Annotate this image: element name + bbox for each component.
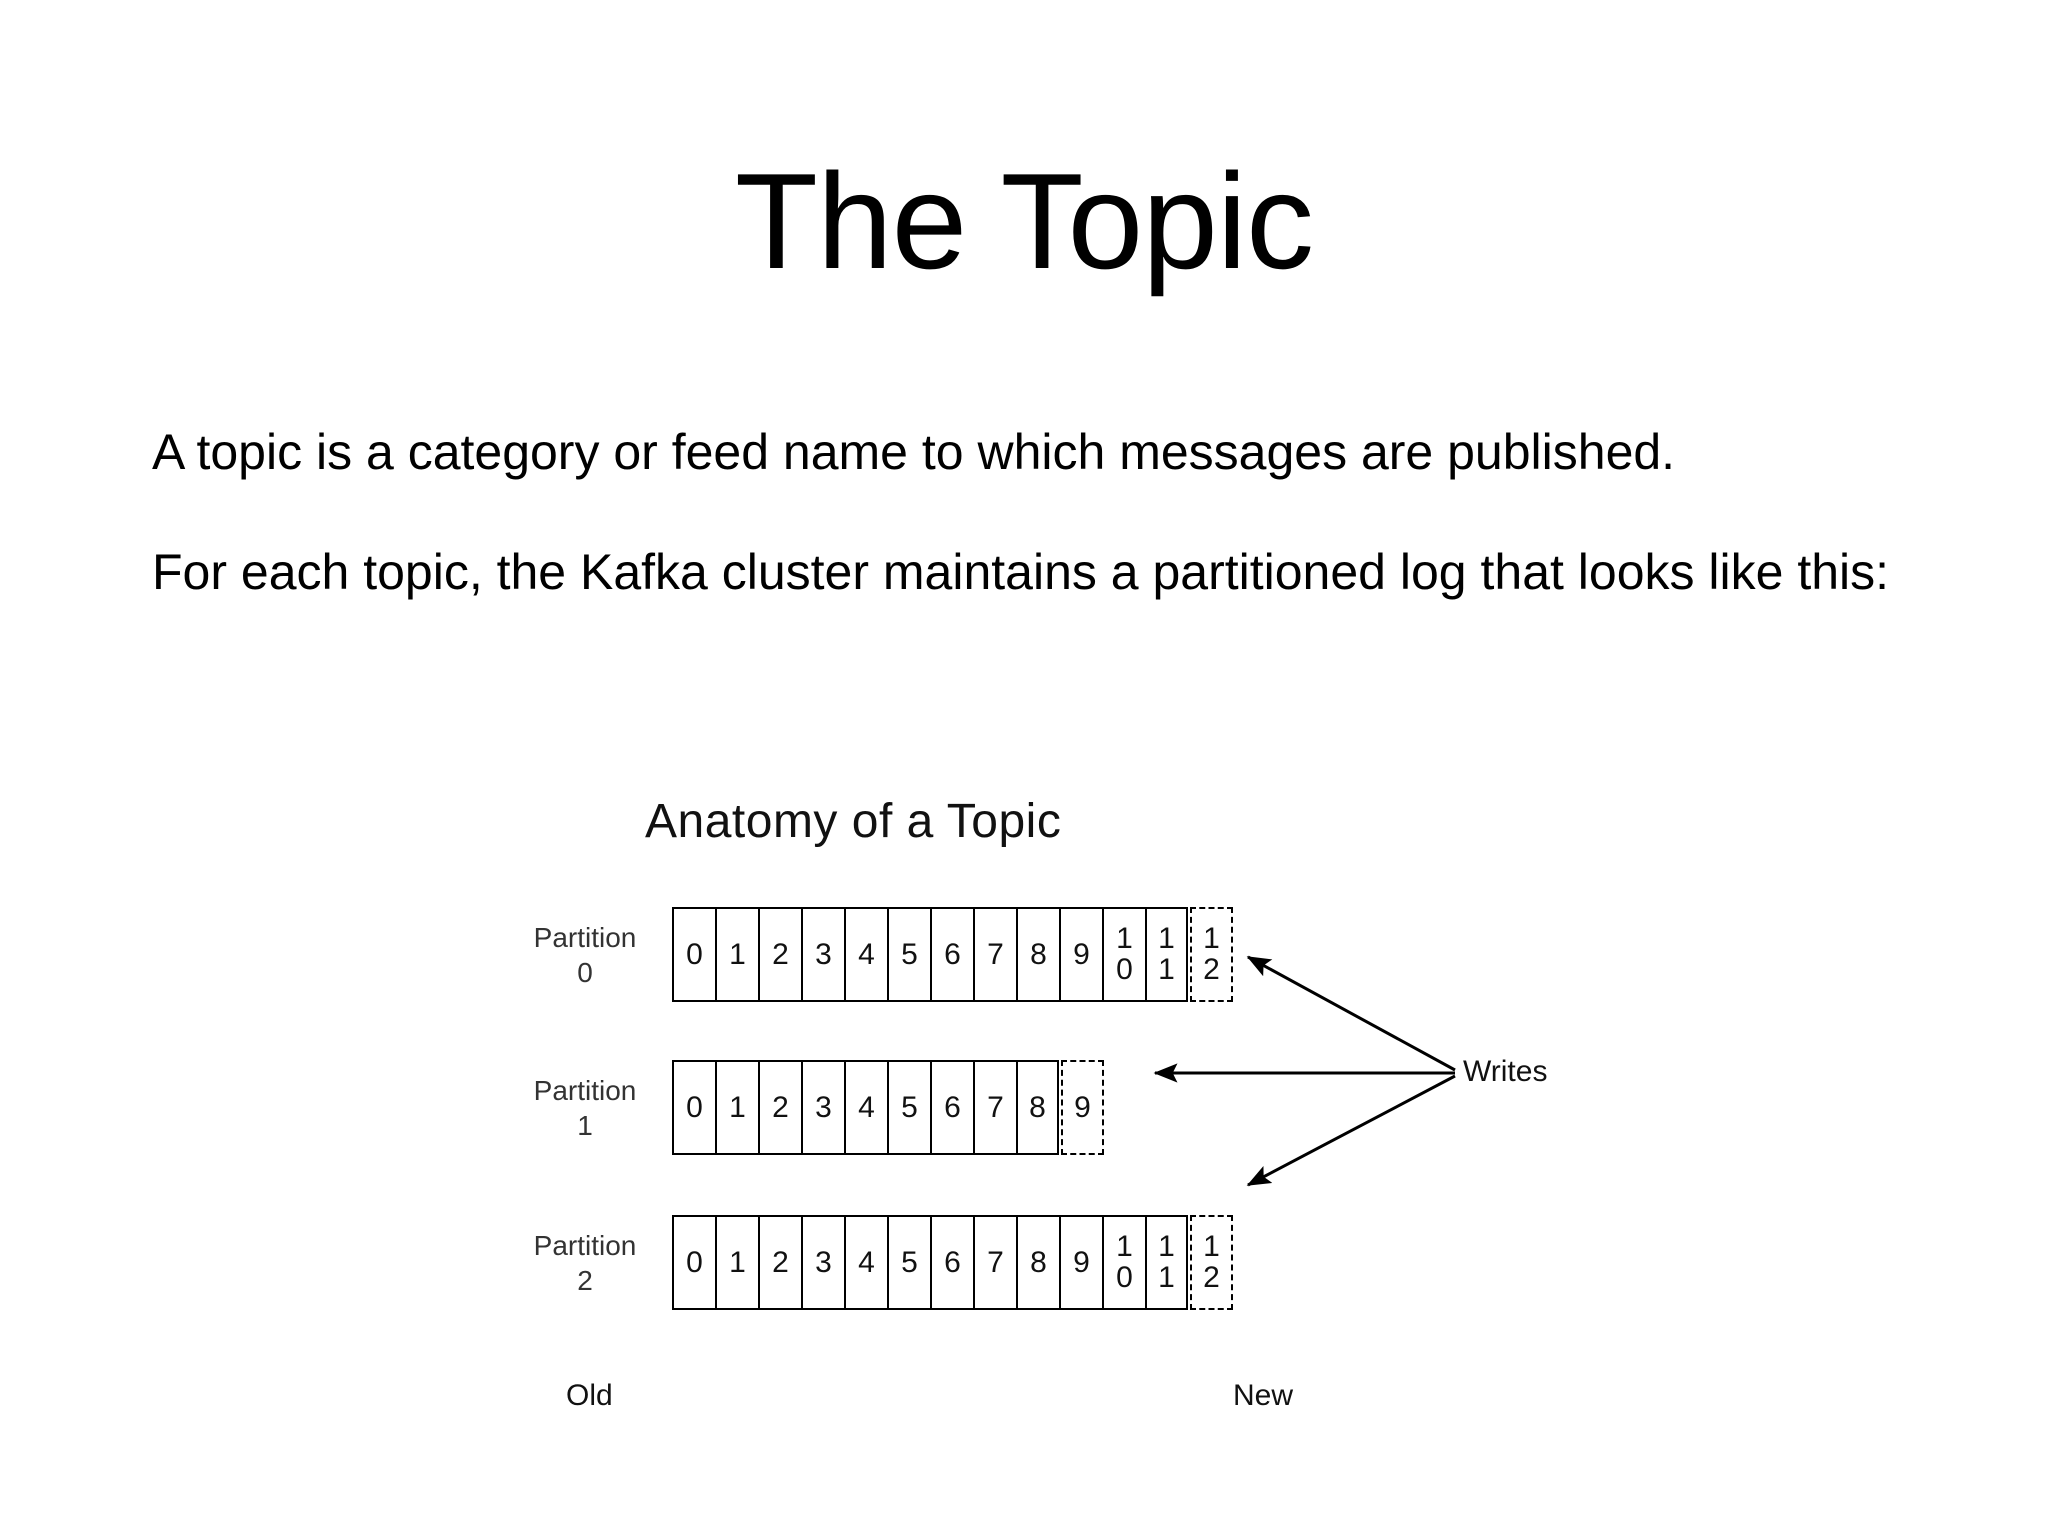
log-cell-value: 2 bbox=[772, 1090, 789, 1124]
slide-body: A topic is a category or feed name to wh… bbox=[152, 420, 1942, 604]
partition-label-0-line2: 0 bbox=[577, 956, 593, 988]
log-cell: 7 bbox=[973, 1215, 1016, 1310]
log-cell: 0 bbox=[672, 907, 715, 1002]
log-cell: 3 bbox=[801, 907, 844, 1002]
partition-label-1-line1: Partition bbox=[533, 1074, 637, 1106]
log-cell-value: 4 bbox=[858, 1245, 875, 1279]
log-cell: 5 bbox=[887, 907, 930, 1002]
log-cell-value: 3 bbox=[815, 1090, 832, 1124]
log-cell-value: 8 bbox=[1030, 937, 1047, 971]
log-cell: 1 bbox=[715, 1215, 758, 1310]
page-title: The Topic bbox=[734, 145, 1314, 297]
log-cell-value: 6 bbox=[944, 1245, 961, 1279]
log-cell-value: 9 bbox=[1074, 1090, 1091, 1124]
log-cell: 4 bbox=[844, 1060, 887, 1155]
partition-label-2: Partition 2 bbox=[510, 1228, 660, 1298]
log-cell-value: 3 bbox=[815, 937, 832, 971]
partition-row-1: Partition 1 0 1 2 3 4 5 6 7 8 9 bbox=[510, 1060, 1104, 1155]
log-cell-value: 5 bbox=[901, 1090, 918, 1124]
log-cell-value: 6 bbox=[944, 937, 961, 971]
log-cell-value: 0 bbox=[686, 937, 703, 971]
log-cell: 6 bbox=[930, 1060, 973, 1155]
log-cell: 7 bbox=[973, 907, 1016, 1002]
log-cell: 1 bbox=[715, 907, 758, 1002]
log-cell-value: 3 bbox=[815, 1245, 832, 1279]
log-cell-value: 4 bbox=[858, 1090, 875, 1124]
log-cell-value: 1 bbox=[729, 1090, 746, 1124]
log-cell-value: 5 bbox=[901, 937, 918, 971]
log-cell-value: 4 bbox=[858, 937, 875, 971]
axis-label-old: Old bbox=[566, 1379, 613, 1412]
log-cell: 8 bbox=[1016, 1060, 1059, 1155]
partition-label-1: Partition 1 bbox=[510, 1073, 660, 1143]
log-cell-pending: 9 bbox=[1061, 1060, 1104, 1155]
log-cell-value: 7 bbox=[987, 937, 1004, 971]
log-cell: 3 bbox=[801, 1215, 844, 1310]
partition-label-2-line2: 2 bbox=[577, 1264, 593, 1296]
log-cell-value: 5 bbox=[901, 1245, 918, 1279]
log-cell-value: 9 bbox=[1073, 1245, 1090, 1279]
log-cell: 9 bbox=[1059, 1215, 1102, 1310]
partition-label-1-line2: 1 bbox=[577, 1109, 593, 1141]
partition-label-2-line1: Partition bbox=[533, 1229, 637, 1261]
log-cell: 4 bbox=[844, 1215, 887, 1310]
log-cell: 6 bbox=[930, 1215, 973, 1310]
axis-label-new: New bbox=[1233, 1379, 1294, 1412]
log-cell: 5 bbox=[887, 1215, 930, 1310]
log-cell-value: 2 bbox=[772, 937, 789, 971]
log-cell: 0 bbox=[672, 1215, 715, 1310]
writes-label: Writes bbox=[1463, 1055, 1548, 1088]
log-cell: 4 bbox=[844, 907, 887, 1002]
log-cell-value: 6 bbox=[944, 1090, 961, 1124]
log-cell: 7 bbox=[973, 1060, 1016, 1155]
log-cell: 8 bbox=[1016, 907, 1059, 1002]
log-cell: 9 bbox=[1059, 907, 1102, 1002]
log-cell-value: 0 bbox=[686, 1090, 703, 1124]
log-cell: 0 bbox=[672, 1060, 715, 1155]
body-paragraph-1: A topic is a category or feed name to wh… bbox=[152, 424, 1676, 480]
log-cell: 8 bbox=[1016, 1215, 1059, 1310]
log-cell: 2 bbox=[758, 907, 801, 1002]
log-cell-value: 9 bbox=[1073, 937, 1090, 971]
log-cell: 6 bbox=[930, 907, 973, 1002]
log-cell: 2 bbox=[758, 1060, 801, 1155]
partition-label-0-line1: Partition bbox=[533, 921, 637, 953]
log-cell: 2 bbox=[758, 1215, 801, 1310]
diagram-title: Anatomy of a Topic bbox=[645, 795, 1062, 848]
log-cell: 3 bbox=[801, 1060, 844, 1155]
log-cell-value: 7 bbox=[987, 1245, 1004, 1279]
partition-1-cells: 0 1 2 3 4 5 6 7 8 9 bbox=[672, 1060, 1104, 1155]
log-cell-value: 0 bbox=[686, 1245, 703, 1279]
log-cell-value: 8 bbox=[1030, 1245, 1047, 1279]
partition-label-0: Partition 0 bbox=[510, 920, 660, 990]
log-cell-value: 2 bbox=[772, 1245, 789, 1279]
anatomy-of-a-topic-diagram: Anatomy of a Topic Partition 0 0 1 2 3 4… bbox=[0, 770, 2048, 1412]
log-cell-value: 7 bbox=[987, 1090, 1004, 1124]
log-cell: 1 bbox=[715, 1060, 758, 1155]
log-cell: 5 bbox=[887, 1060, 930, 1155]
body-paragraph-2: For each topic, the Kafka cluster mainta… bbox=[152, 544, 1890, 600]
log-cell-value: 8 bbox=[1029, 1090, 1046, 1124]
log-cell-value: 1 bbox=[729, 1245, 746, 1279]
log-cell-value: 1 bbox=[729, 937, 746, 971]
